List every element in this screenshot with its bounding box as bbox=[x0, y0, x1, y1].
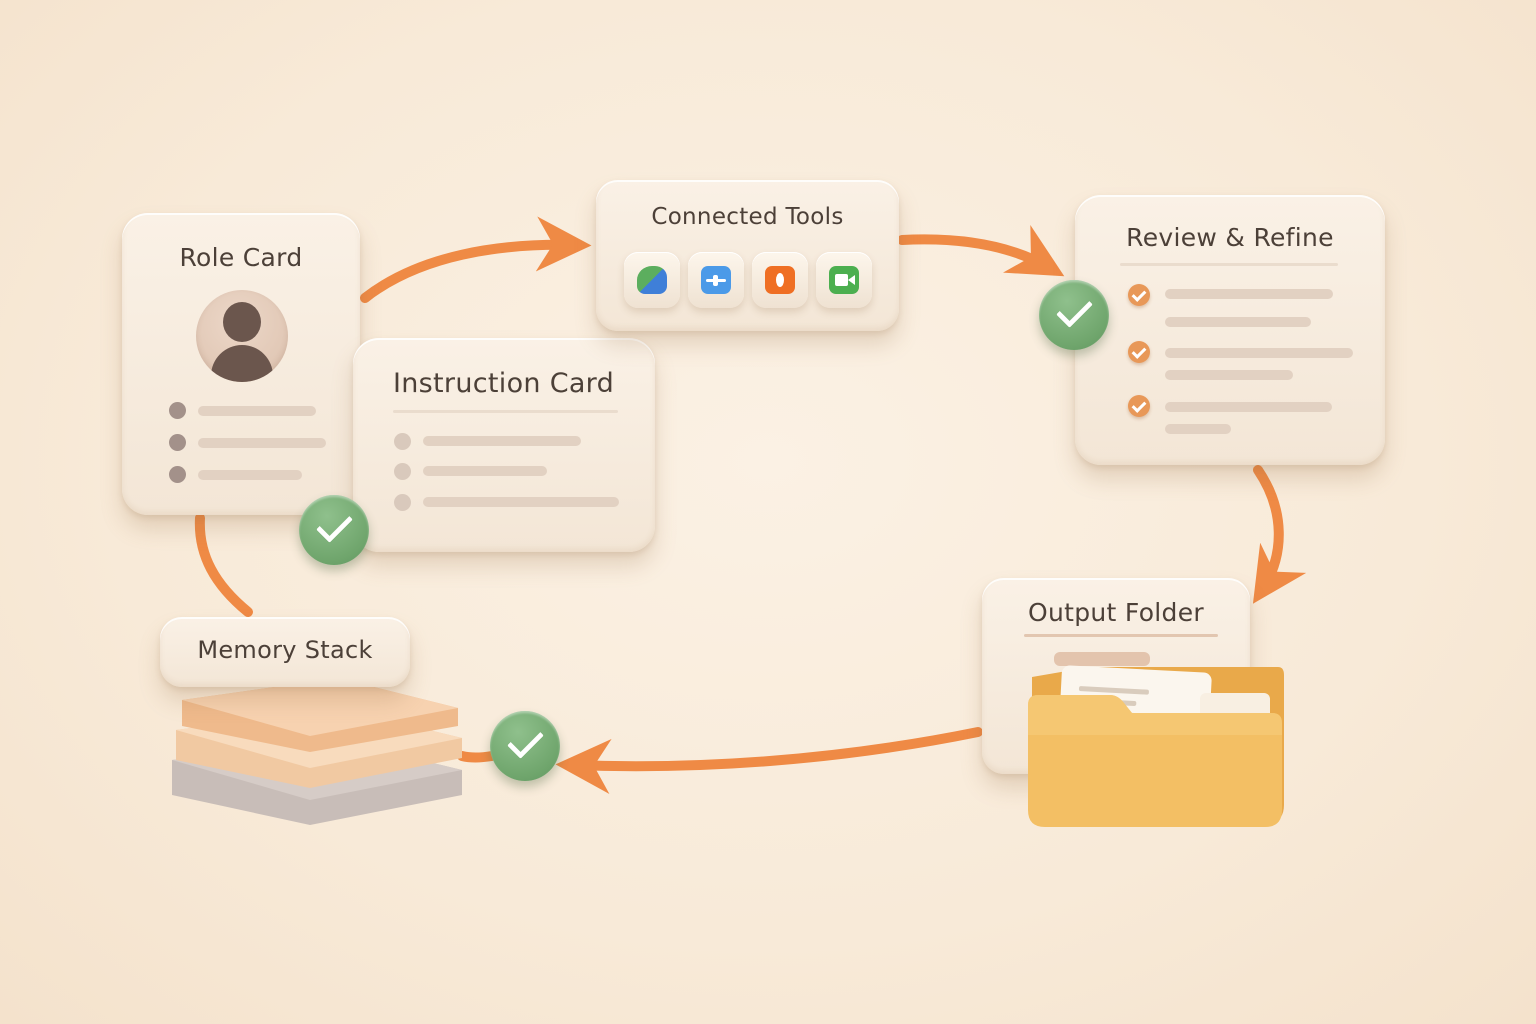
folder-icon bbox=[1028, 665, 1284, 827]
check-icon bbox=[1039, 280, 1109, 350]
arrow-review-to-output bbox=[1252, 465, 1307, 604]
memory-stack-title: Memory Stack bbox=[197, 636, 373, 664]
connected-tools-title: Connected Tools bbox=[651, 204, 844, 230]
title-underline bbox=[393, 410, 618, 413]
checkmark-icon bbox=[1128, 341, 1150, 363]
settings-panel-icon[interactable] bbox=[688, 252, 744, 308]
arrow-role-to-tools bbox=[360, 216, 592, 303]
check-icon bbox=[299, 495, 369, 565]
checkmark-icon bbox=[1128, 395, 1150, 417]
instruction-card-title: Instruction Card bbox=[393, 368, 615, 399]
placeholder-line bbox=[1165, 317, 1311, 327]
output-folder-title: Output Folder bbox=[1028, 598, 1204, 627]
title-underline bbox=[1120, 263, 1338, 266]
placeholder-line bbox=[198, 470, 302, 480]
orange-app-icon[interactable] bbox=[752, 252, 808, 308]
placeholder-line bbox=[1054, 652, 1150, 666]
arrow-memory-to-role bbox=[194, 513, 253, 617]
placeholder-line bbox=[423, 497, 619, 507]
review-refine-card[interactable]: Review & Refine bbox=[1075, 195, 1385, 465]
arrow-check-to-memory-stub bbox=[457, 751, 497, 763]
connected-tools-card[interactable]: Connected Tools bbox=[596, 180, 899, 331]
check-icon bbox=[490, 711, 560, 781]
arrow-tools-to-review bbox=[897, 224, 1065, 277]
bullet-icon bbox=[394, 494, 411, 511]
checkmark-icon bbox=[1128, 284, 1150, 306]
memory-stack-icon bbox=[172, 678, 462, 825]
placeholder-line bbox=[198, 406, 316, 416]
review-refine-title: Review & Refine bbox=[1126, 223, 1334, 252]
bullet-icon bbox=[169, 466, 186, 483]
avatar-icon bbox=[196, 290, 288, 382]
placeholder-line bbox=[423, 466, 547, 476]
memory-stack-card[interactable]: Memory Stack bbox=[160, 617, 410, 687]
placeholder-line bbox=[1165, 402, 1332, 412]
role-card-title: Role Card bbox=[179, 243, 303, 272]
placeholder-line bbox=[1165, 370, 1293, 380]
bullet-icon bbox=[394, 463, 411, 480]
title-underline bbox=[1024, 634, 1218, 637]
arrow-output-to-memory bbox=[555, 727, 983, 794]
meet-video-icon[interactable] bbox=[816, 252, 872, 308]
placeholder-line bbox=[1165, 424, 1231, 434]
placeholder-line bbox=[198, 438, 326, 448]
placeholder-line bbox=[1165, 289, 1333, 299]
placeholder-line bbox=[1165, 348, 1353, 358]
bullet-icon bbox=[169, 434, 186, 451]
drive-icon[interactable] bbox=[624, 252, 680, 308]
bullet-icon bbox=[169, 402, 186, 419]
bullet-icon bbox=[394, 433, 411, 450]
placeholder-line bbox=[423, 436, 581, 446]
instruction-card[interactable]: Instruction Card bbox=[353, 338, 655, 552]
role-card[interactable]: Role Card bbox=[122, 213, 360, 515]
